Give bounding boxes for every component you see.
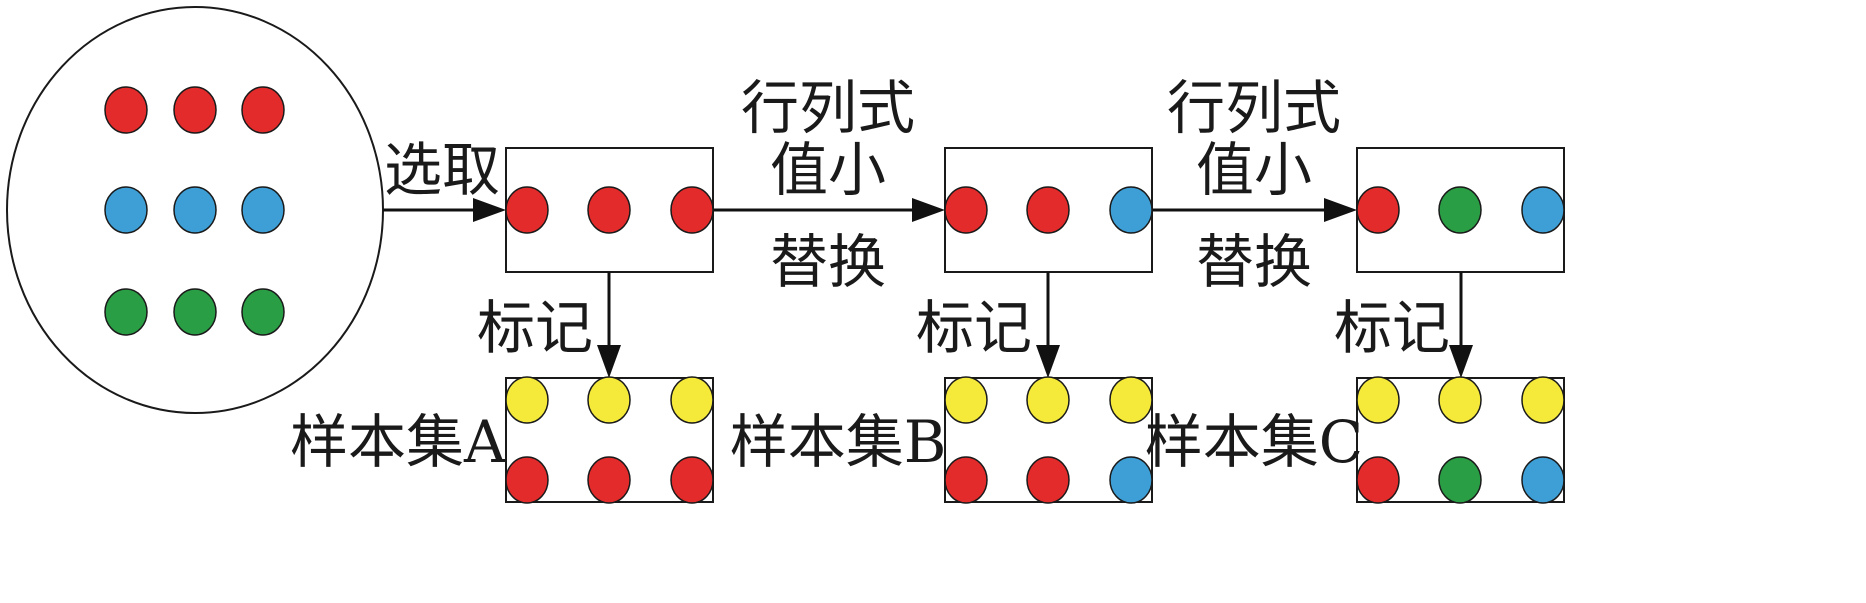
sample-1-bottom-dot-red [587, 456, 631, 504]
replace-2-condition-line-2: 值小 [1196, 136, 1312, 204]
sample-2-top-dot-yellow [944, 376, 988, 424]
pool-dot-green [104, 288, 148, 336]
sample-2-bottom-dot-red [944, 456, 988, 504]
sample-1-top-dot-yellow [670, 376, 714, 424]
pool-dot-blue [104, 186, 148, 234]
mark-label-3: 标记 [1334, 294, 1450, 362]
replace-1-action-label: 替换 [770, 228, 886, 296]
mark-label-1: 标记 [477, 294, 593, 362]
stage-1-dot-red [505, 186, 549, 234]
stage-2-dot-red [944, 186, 988, 234]
sample-3-bottom-dot-blue [1521, 456, 1565, 504]
sample-3-top-dot-yellow [1356, 376, 1400, 424]
stage-dots [505, 186, 1565, 504]
stage-2-dot-blue [1109, 186, 1153, 234]
pool-dot-red [104, 86, 148, 134]
replace-1-condition-line-2: 值小 [770, 136, 886, 204]
stage-3-dot-green [1438, 186, 1482, 234]
stage-1-dot-red [670, 186, 714, 234]
replace-arrow-2-head [1324, 198, 1357, 222]
select-label: 选取 [384, 136, 500, 204]
replace-2-condition-line-1: 行列式 [1167, 74, 1341, 142]
sample-2-top-dot-yellow [1109, 376, 1153, 424]
sample-3-bottom-dot-green [1438, 456, 1482, 504]
sample-3-bottom-dot-red [1356, 456, 1400, 504]
sample-set-a-label: 样本集A [290, 408, 507, 476]
sample-1-top-dot-yellow [587, 376, 631, 424]
replace-arrow-1-head [912, 198, 945, 222]
mark-arrow-2-head [1036, 345, 1060, 378]
sample-1-bottom-dot-red [670, 456, 714, 504]
stage-3-dot-red [1356, 186, 1400, 234]
sample-2-top-dot-yellow [1026, 376, 1070, 424]
sample-2-bottom-dot-blue [1109, 456, 1153, 504]
candidate-pool-dots [104, 86, 285, 336]
mark-arrow-3-head [1449, 345, 1473, 378]
stage-2-dot-red [1026, 186, 1070, 234]
pool-dot-red [173, 86, 217, 134]
sample-3-top-dot-yellow [1521, 376, 1565, 424]
mark-arrow-1-head [597, 345, 621, 378]
mark-label-2: 标记 [916, 294, 1032, 362]
pool-dot-red [241, 86, 285, 134]
sample-1-bottom-dot-red [505, 456, 549, 504]
sample-set-b-label: 样本集B [730, 408, 947, 476]
pool-dot-blue [173, 186, 217, 234]
stage-3-dot-blue [1521, 186, 1565, 234]
replace-1-condition-line-1: 行列式 [741, 74, 915, 142]
stage-1-dot-red [587, 186, 631, 234]
pool-dot-blue [241, 186, 285, 234]
sample-1-top-dot-yellow [505, 376, 549, 424]
sample-3-top-dot-yellow [1438, 376, 1482, 424]
pool-dot-green [173, 288, 217, 336]
replace-2-action-label: 替换 [1196, 228, 1312, 296]
select-arrowhead [473, 198, 506, 222]
pool-dot-green [241, 288, 285, 336]
sample-2-bottom-dot-red [1026, 456, 1070, 504]
sample-set-c-label: 样本集C [1145, 408, 1363, 476]
